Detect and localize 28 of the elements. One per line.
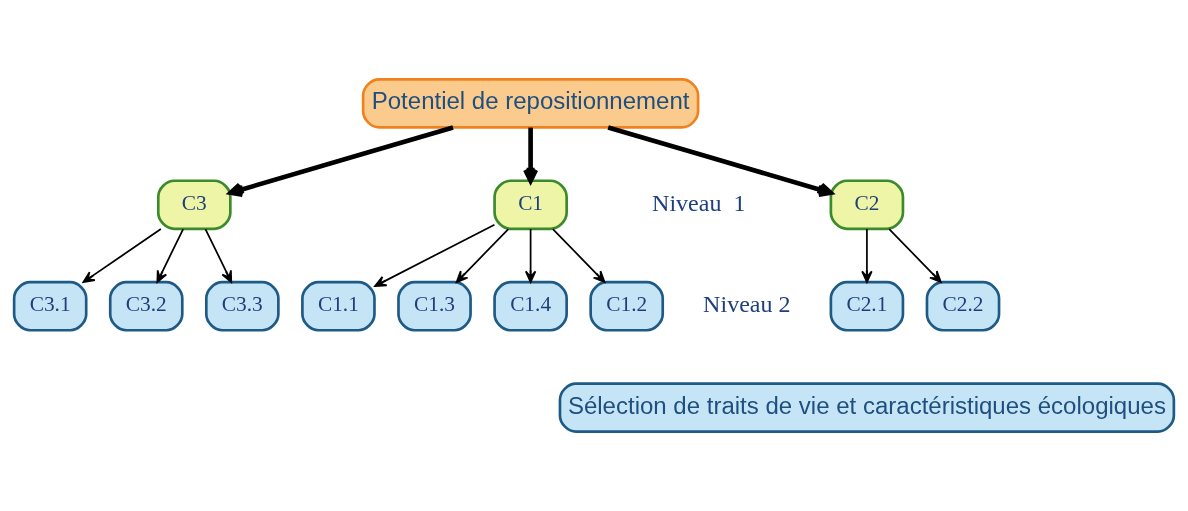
label: Niveau 1 xyxy=(652,189,746,216)
node-box: C1 xyxy=(493,179,568,231)
arrow xyxy=(607,125,833,198)
arrow xyxy=(888,228,942,283)
arrow xyxy=(204,228,233,283)
node-box: C3.2 xyxy=(108,280,184,332)
label: Niveau 2 xyxy=(703,291,791,318)
arrow xyxy=(228,125,454,198)
node-box: Potentiel de repositionnement xyxy=(361,78,700,129)
node-box: C3.3 xyxy=(204,280,280,332)
arrow xyxy=(82,228,162,283)
arrow xyxy=(861,228,873,283)
arrow xyxy=(523,127,539,183)
node-box: C1.4 xyxy=(493,280,568,332)
node-box: Sélection de traits de vie et caractéristiques écologiques xyxy=(558,382,1176,433)
node-box: C1.3 xyxy=(397,280,472,332)
node-box: C3.1 xyxy=(12,280,88,332)
arrow xyxy=(156,228,185,283)
arrow xyxy=(374,223,496,287)
node-box: C2.1 xyxy=(829,280,905,332)
node-box: C2 xyxy=(829,179,905,231)
arrow xyxy=(455,228,510,283)
node-box: C1.2 xyxy=(589,280,665,332)
node-box: C2.2 xyxy=(925,280,1001,332)
arrow xyxy=(552,228,606,283)
arrow xyxy=(524,228,537,283)
node-box: C1.1 xyxy=(301,280,376,332)
node-box: C3 xyxy=(156,179,232,231)
